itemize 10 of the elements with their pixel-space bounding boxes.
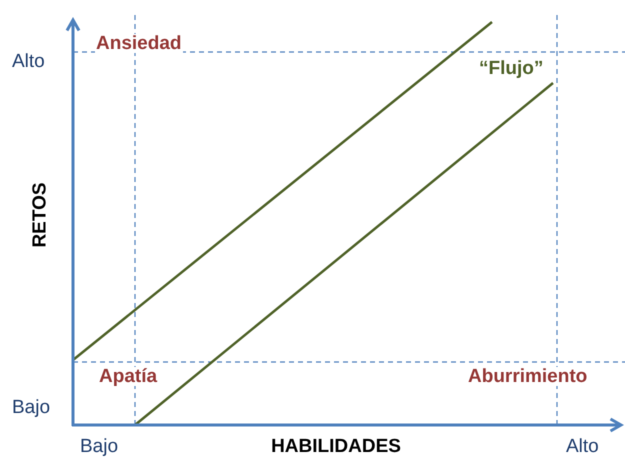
axis-title: HABILIDADES [271,437,401,456]
region-label: Aburrimiento [467,367,588,386]
region-label: “Flujo” [478,59,544,78]
axis-tick-label: Alto [566,437,599,456]
axis-tick-label: Alto [12,52,45,71]
region-label: Apatía [98,367,158,386]
region-label: Ansiedad [95,34,183,53]
axis-title: RETOS [30,182,50,248]
axis-tick-label: Bajo [80,437,118,456]
axis-tick-label: Bajo [12,398,50,417]
